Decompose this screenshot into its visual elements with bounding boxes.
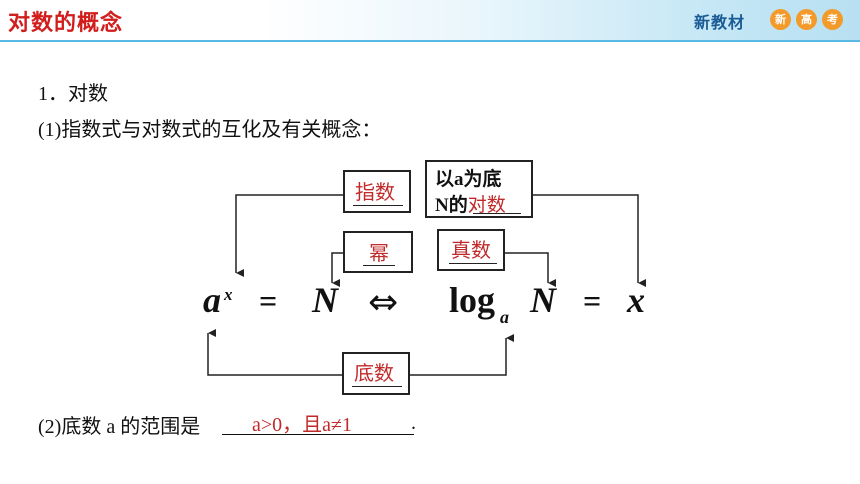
box-log-definition: 以a为底 N的对数 — [425, 160, 533, 218]
eq-x-superscript: x — [224, 285, 233, 304]
eq-N-2: N — [530, 280, 556, 320]
arrow-exponent — [235, 194, 343, 277]
box-log-line2-prefix: N的 — [435, 195, 468, 216]
box-log-line1: 以a为底 — [435, 169, 502, 190]
box-log-underline — [473, 213, 521, 214]
box-power: 幂 — [343, 231, 413, 273]
page-title: 对数的概念 — [8, 11, 124, 36]
section-heading: 1．对数 — [38, 83, 108, 105]
eq-x: x — [627, 280, 645, 320]
arrow-base-right — [410, 334, 514, 376]
eq-log-base-subscript: a — [500, 307, 509, 327]
badge-kao: 考 — [822, 9, 843, 30]
box-log-answer: 对数 — [467, 195, 506, 216]
eq-a: a — [203, 280, 221, 320]
paragraph-definitions: (1)指数式与对数式的互化及有关概念： — [38, 119, 382, 141]
box-antilog: 真数 — [437, 229, 505, 271]
box-exponent: 指数 — [343, 170, 411, 213]
eq-equals-2: = — [583, 283, 602, 319]
box-power-underline — [363, 265, 395, 266]
badge-xin: 新 — [770, 9, 791, 30]
header-divider — [0, 40, 860, 42]
badge-gao: 高 — [796, 9, 817, 30]
eq-log: log — [449, 280, 496, 320]
box-antilog-label: 真数 — [451, 240, 491, 262]
eq-equals-1: = — [259, 283, 278, 319]
arrow-log-result — [532, 194, 646, 287]
box-exponent-label: 指数 — [355, 182, 395, 204]
paragraph-base-range: (2)底数 a 的范围是 — [38, 416, 201, 438]
box-antilog-underline — [449, 263, 497, 264]
range-answer: a>0，且a≠1 — [252, 414, 353, 436]
eq-N-1: N — [312, 280, 338, 320]
box-log-line2: N的对数 — [435, 190, 506, 217]
box-base-label: 底数 — [354, 363, 394, 385]
header-bar — [0, 0, 860, 40]
arrow-power — [331, 252, 343, 287]
box-base-underline — [352, 386, 402, 387]
arrow-base-left — [207, 329, 342, 376]
eq-iff-arrow: ⇔ — [368, 282, 399, 323]
arrow-antilog — [505, 252, 556, 287]
paragraph-end-period: . — [411, 412, 416, 434]
answer-blank: a>0，且a≠1 — [222, 405, 414, 436]
box-exponent-underline — [353, 205, 403, 206]
box-base: 底数 — [342, 352, 410, 395]
box-power-label: 幂 — [369, 243, 389, 265]
brand-logo-text: 新教材 — [694, 13, 746, 32]
